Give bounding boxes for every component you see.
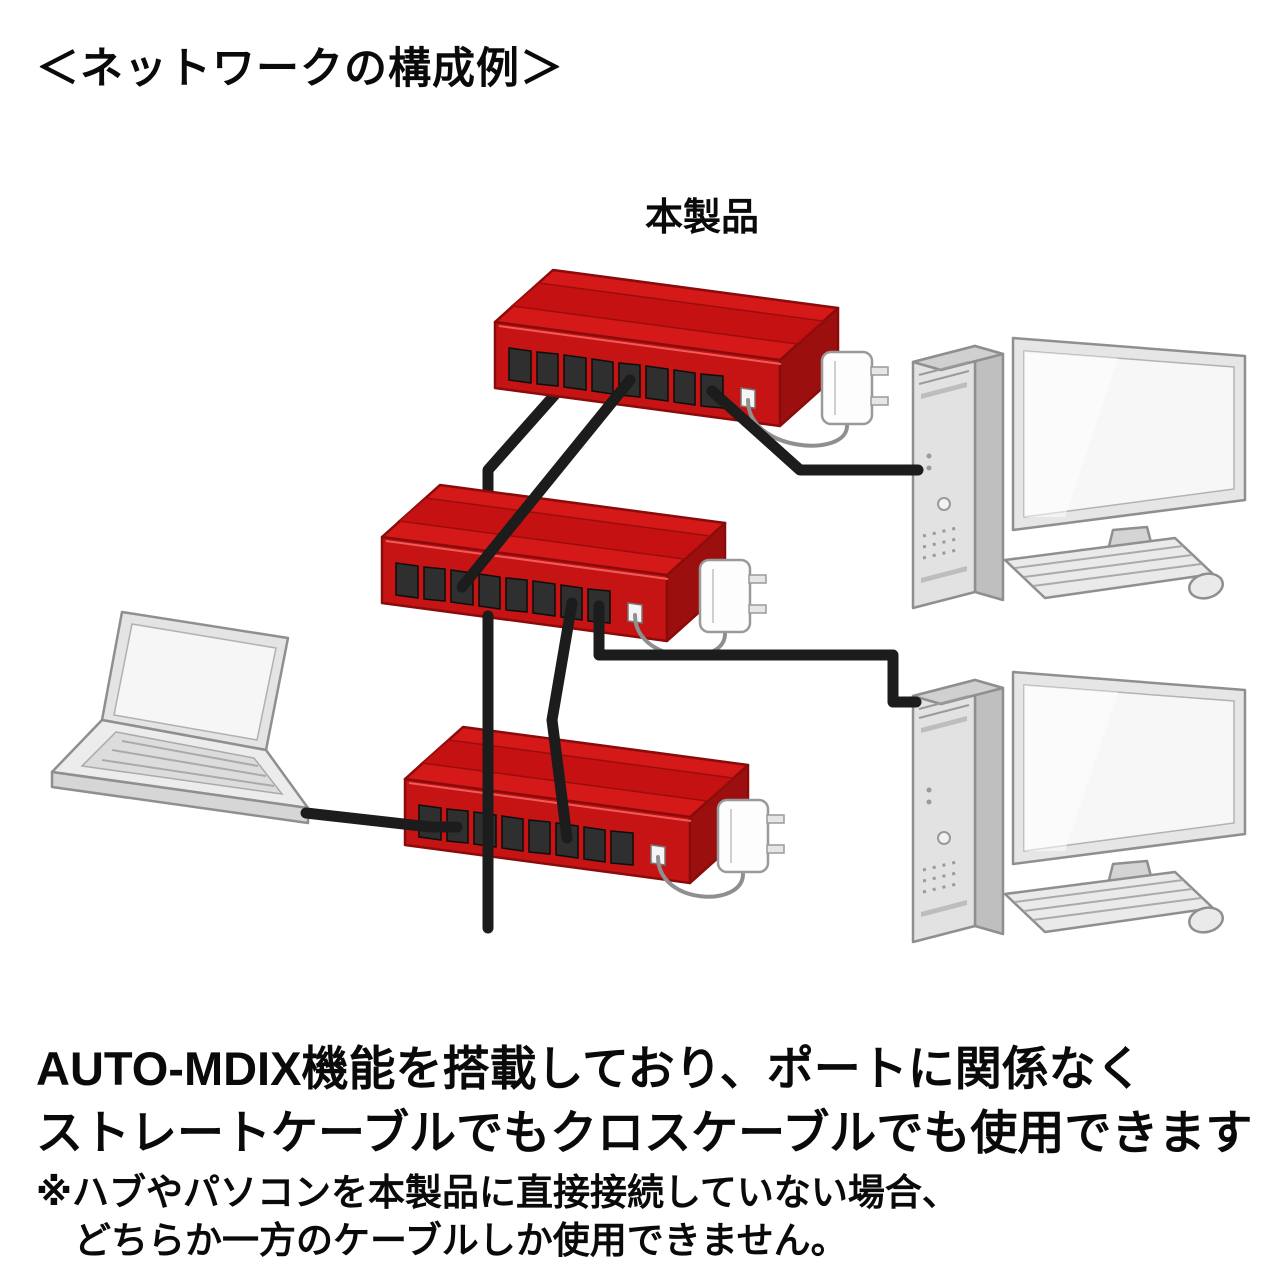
page-title: ＜ネットワークの構成例＞ [36,45,564,93]
footer-line-1: AUTO-MDIX機能を搭載しており、ポートに関係なく [36,1042,1143,1095]
cable-middle-to-bottom-switch [546,597,578,844]
laptop-keyboard [80,731,284,795]
laptop-front-edge [50,770,310,825]
cable-middle-to-top-switch [456,374,636,593]
ac-adapter-middle [698,558,768,634]
desktop-pc-bottom [911,670,1247,944]
footer-line-2: ストレートケーブルでもクロスケーブルでも使用できます [36,1106,1253,1159]
desktop-pc-top [911,336,1247,610]
footer-note-1: ※ハブやパソコンを本製品に直接接続していない場合、 [36,1172,959,1213]
ac-adapter-top [820,350,890,426]
power-cord-bottom [656,855,745,899]
cable-middle-switch-to-bottom-pc [593,600,922,708]
cable-bottom-switch-to-laptop [300,807,463,833]
cable-top-switch-to-top-pc [706,385,924,476]
footer-note-2: どちらか一方のケーブルしか使用できません。 [74,1220,848,1261]
laptop-screen [113,623,277,741]
product-label: 本製品 [645,197,759,239]
lan-switch-middle [380,483,727,643]
laptop-keyboard-keys [101,740,275,787]
lan-switch-bottom [403,725,750,885]
power-cord-top [746,398,849,448]
laptop [50,610,310,825]
ac-adapter-bottom [716,798,786,874]
